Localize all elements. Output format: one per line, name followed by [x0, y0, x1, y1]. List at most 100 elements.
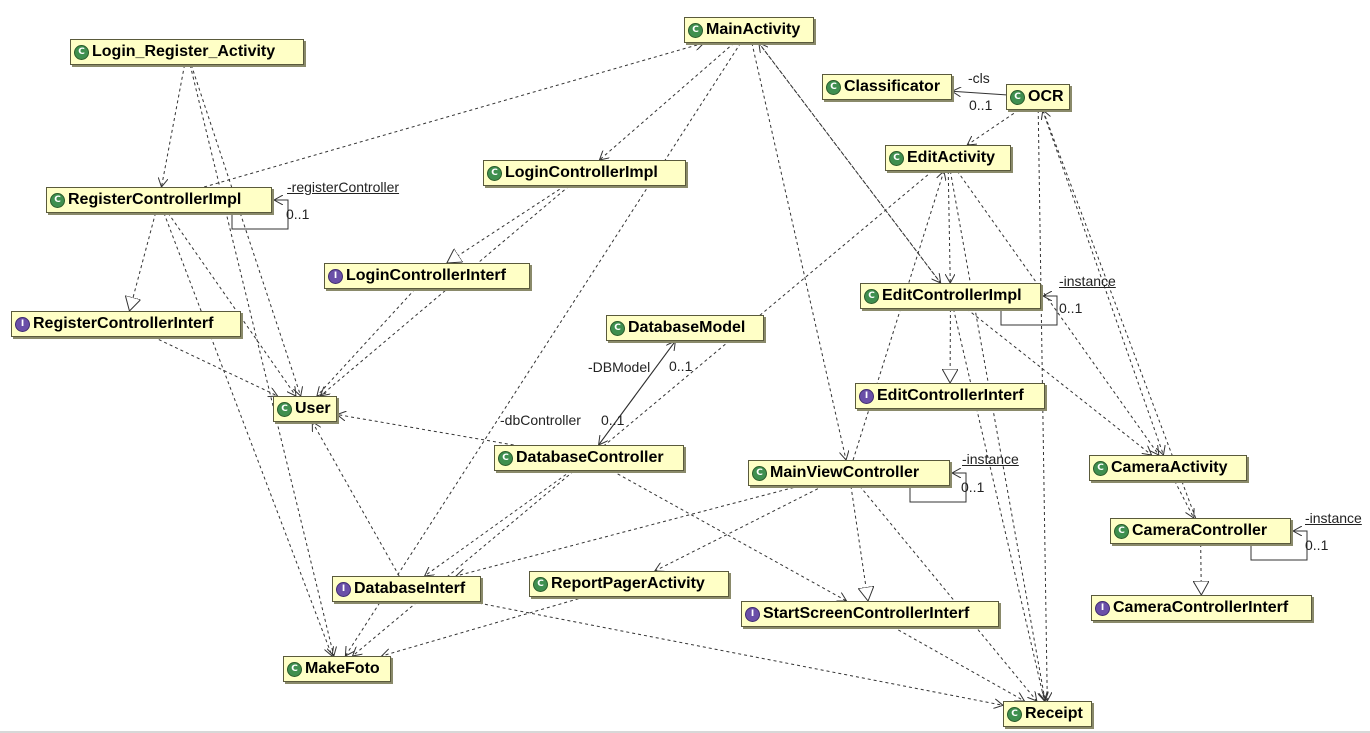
edge-dependency-edit-to-camact [956, 170, 1159, 455]
node-label: RegisterControllerImpl [68, 191, 242, 208]
edge-dependency-ocr-to-camact [1042, 109, 1164, 455]
class-icon: C [864, 288, 879, 304]
edge-dependency-regimpl-to-makefoto [163, 212, 332, 656]
edge-realization-loginimpl-to-logininterf [447, 185, 565, 263]
edge-dependency-dbctrl-to-startinterf [612, 470, 846, 601]
label-cls: -cls [968, 70, 990, 86]
label-edit-multiplicity: 0..1 [1059, 300, 1083, 316]
edge-dependency-mainview-to-receipt [859, 485, 1037, 701]
class-icon: C [533, 576, 548, 592]
interface-icon: I [859, 388, 874, 404]
class-icon: C [610, 320, 625, 336]
edge-realization-regimpl-to-reginterf [129, 212, 157, 311]
node-label: CameraActivity [1111, 459, 1228, 476]
class-icon: C [74, 44, 89, 60]
class-icon: C [498, 450, 513, 466]
edge-dependency-editimpl-to-camact [966, 308, 1152, 455]
interface-icon: I [328, 268, 343, 284]
edge-dependency-main-to-editimpl [758, 42, 941, 283]
class-icon: C [287, 661, 302, 677]
node-label: ReportPagerActivity [551, 575, 705, 592]
node-label: MakeFoto [305, 660, 380, 677]
edge-dependency-logininterf-to-user [317, 288, 416, 396]
edge-association-dbmodel-to-dbctrl [599, 340, 676, 445]
edge-dependency-reginterf-to-user [153, 336, 277, 396]
edge-dependency-mainview-to-report [655, 485, 824, 571]
interface-icon: I [745, 606, 760, 622]
class-icon: C [1010, 89, 1025, 105]
node-label: StartScreenControllerInterf [763, 605, 970, 622]
edge-dependency-report-to-makefoto [382, 596, 585, 656]
edge-self-association-editimpl-to-editimpl [1000, 296, 1058, 326]
node-label: MainViewController [770, 464, 920, 481]
class-icon: C [826, 79, 841, 95]
edge-dependency-main-to-mainview [751, 42, 846, 460]
label-camera-multiplicity: 0..1 [1305, 537, 1329, 553]
class-icon: C [1007, 706, 1022, 722]
edge-dependency-edit-to-editimpl [948, 170, 950, 283]
label-register-controller: -registerController [287, 179, 400, 195]
label-register-multiplicity: 0..1 [286, 206, 310, 222]
label-mainview-multiplicity: 0..1 [961, 479, 985, 495]
node-label: MainActivity [706, 21, 801, 38]
label-camera-instance: -instance [1305, 510, 1362, 526]
label-dbcontroller-multiplicity: 0..1 [601, 412, 625, 428]
class-icon: C [752, 465, 767, 481]
edge-dependency-login_reg-to-user [190, 64, 300, 396]
node-label: Classificator [844, 78, 941, 95]
class-icon: C [277, 401, 292, 417]
edge-dependency-editimpl-to-receipt [953, 308, 1045, 701]
node-label: EditControllerInterf [877, 387, 1024, 404]
label-edit-instance: -instance [1059, 273, 1116, 289]
edge-dependency-camact-to-camctrl [1174, 480, 1194, 518]
label-dbcontroller-role: -dbController [500, 412, 581, 428]
class-icon: C [688, 22, 703, 38]
bottom-border [0, 731, 1370, 733]
node-label: LoginControllerImpl [505, 164, 658, 181]
label-dbmodel-multiplicity: 0..1 [669, 358, 693, 374]
node-label: Receipt [1025, 705, 1083, 722]
edge-realization-camctrl-to-caminterf [1201, 543, 1202, 595]
edge-dependency-dbctrl-to-user [337, 415, 514, 446]
edge-association-ocr-to-classif [952, 91, 1007, 95]
class-icon: C [50, 192, 65, 208]
edge-dependency-regimpl-to-user [167, 212, 296, 396]
edge-dependency-login_reg-to-regimpl [161, 64, 186, 187]
edge-self-association-mainview-to-mainview [909, 473, 967, 503]
edge-dependency-regimpl-to-main [203, 43, 704, 188]
edge-dependency-login_reg-to-makefoto [189, 64, 334, 656]
node-label: DatabaseController [516, 449, 664, 466]
edge-self-association-camctrl-to-camctrl [1250, 531, 1308, 561]
node-label: CameraControllerInterf [1113, 599, 1289, 616]
node-label: OCR [1028, 88, 1064, 105]
edge-dependency-dbctrl-to-dbinterf [425, 470, 572, 576]
node-label: User [295, 400, 331, 417]
node-label: EditControllerImpl [882, 287, 1022, 304]
edge-dependency-ocr-to-edit [967, 109, 1020, 145]
edge-self-association-regimpl-to-regimpl [231, 200, 289, 230]
